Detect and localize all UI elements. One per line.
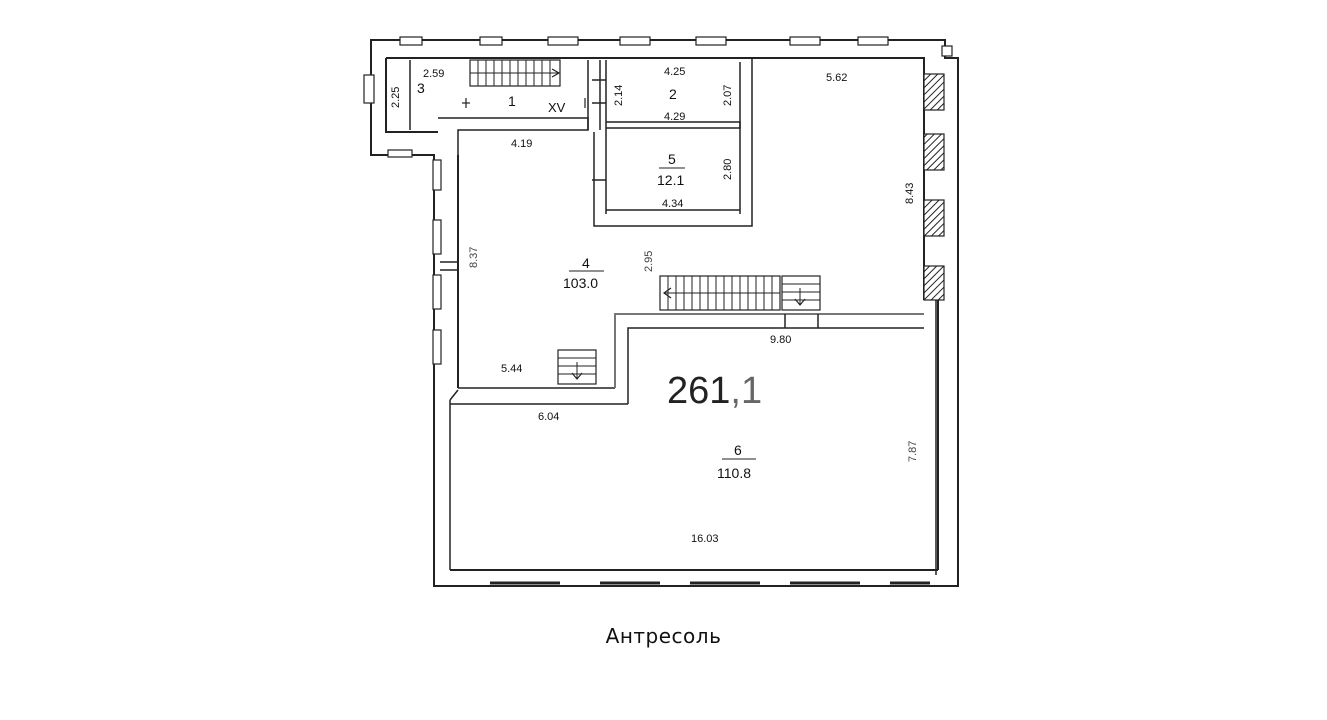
dim-label: 7.87 (907, 441, 919, 462)
dim-label: 2.07 (722, 85, 734, 106)
dim-label: 8.37 (468, 247, 480, 268)
dim-label: 8.43 (904, 183, 916, 204)
svg-text:261,1: 261,1 (667, 370, 762, 412)
room-number: 1 (508, 93, 516, 109)
total-area-decimal: ,1 (730, 370, 762, 412)
windows-right (923, 73, 945, 301)
dim-label: 2.14 (613, 85, 625, 106)
dim-label: 2.59 (423, 68, 444, 80)
dim-label: 16.03 (691, 533, 719, 545)
room-area: 103.0 (563, 275, 598, 291)
total-area: 261,1 (667, 370, 762, 412)
floor-caption: Антресоль (605, 624, 722, 648)
stair-top (462, 59, 586, 108)
xv-marker: XV (548, 100, 566, 115)
windows-left (363, 74, 442, 365)
stair-lower (557, 349, 597, 385)
room-number: 4 (582, 255, 590, 271)
dim-label: 6.04 (538, 411, 559, 423)
room-number: 5 (668, 151, 676, 167)
windows-top (399, 36, 953, 57)
dim-label: 5.44 (501, 363, 522, 375)
dim-label: 5.62 (826, 72, 847, 84)
stair-middle (659, 275, 821, 311)
dim-label: 2.80 (722, 159, 734, 180)
dim-label: 2.95 (643, 251, 655, 272)
dim-label: 2.25 (390, 87, 402, 108)
room-labels: 1 XV 2 3 5 12.1 4 103.0 6 110.8 (417, 80, 756, 481)
dim-label: 4.29 (664, 111, 685, 123)
interior-walls (409, 58, 937, 575)
dimension-labels: 2.59 2.25 4.25 2.14 2.07 4.29 5.62 4.19 … (390, 66, 919, 545)
total-area-integer: 261 (667, 370, 730, 412)
dim-label: 4.25 (664, 66, 685, 78)
room-number: 6 (734, 442, 742, 458)
dim-label: 4.19 (511, 138, 532, 150)
dim-label: 4.34 (662, 198, 683, 210)
room-area: 110.8 (717, 465, 751, 481)
room-area: 12.1 (657, 172, 684, 188)
dim-label: 9.80 (770, 334, 791, 346)
room-number: 2 (669, 86, 677, 102)
room-number: 3 (417, 80, 425, 96)
